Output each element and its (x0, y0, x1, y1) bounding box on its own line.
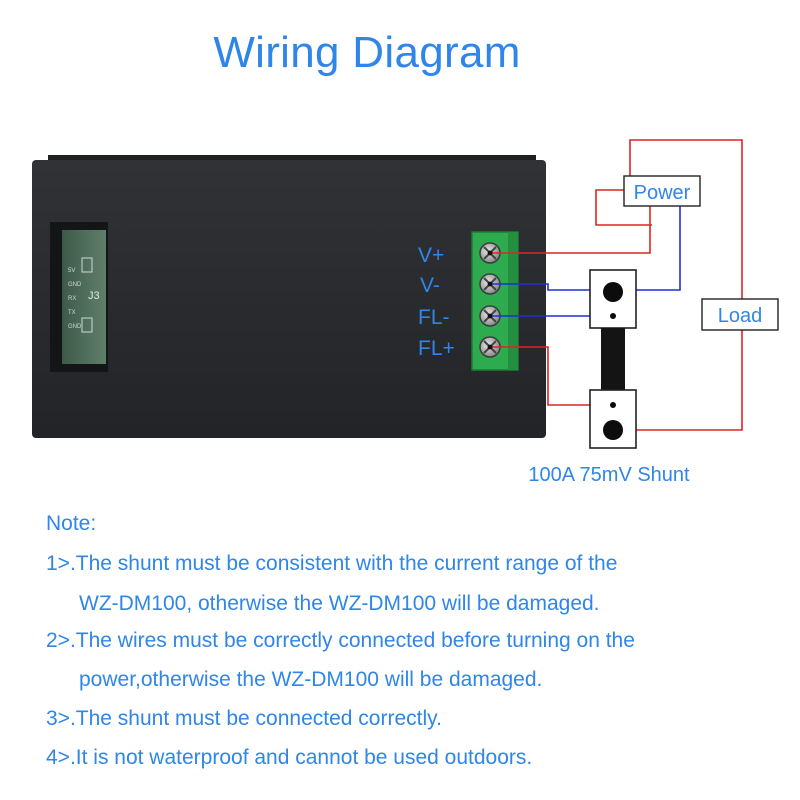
device-body (32, 160, 546, 438)
note-item-continuation: power,otherwise the WZ-DM100 will be dam… (79, 668, 543, 691)
terminal-label-v-minus: V- (420, 274, 440, 297)
note-item: 4>.It is not waterproof and cannot be us… (46, 746, 533, 769)
page-title: Wiring Diagram (213, 28, 521, 77)
pcb-pin-label: GND (68, 282, 82, 288)
load-label: Load (718, 305, 763, 327)
wire-v-minus-to-shunt (490, 283, 612, 291)
pcb-pin-label: TX (68, 310, 76, 316)
pcb-connector (81, 317, 93, 333)
note-item: 3>.The shunt must be connected correctly… (46, 707, 442, 730)
load-box: Load (701, 298, 779, 331)
pcb-pin-label: RX (68, 296, 76, 302)
shunt-terminal-upper[interactable] (603, 282, 623, 302)
wire-power-to-load (629, 139, 743, 300)
wire-dot (487, 313, 493, 319)
power-label: Power (634, 182, 691, 204)
note-item: 1>.The shunt must be consistent with the… (46, 552, 618, 575)
wiring-diagram: 5V GND RX TX GND J3 V+ V- FL- FL+ (32, 139, 779, 486)
shunt-sense-lower (610, 402, 616, 408)
wire-dot (487, 344, 493, 350)
wire-fl-plus-to-shunt (490, 346, 612, 406)
pcb-board (62, 230, 106, 364)
pcb-board-label: J3 (88, 290, 100, 302)
note-item-continuation: WZ-DM100, otherwise the WZ-DM100 will be… (79, 592, 600, 615)
wire-v-plus-to-power (490, 205, 651, 254)
pcb-pin-label: 5V (68, 268, 75, 274)
terminal-label-v-plus: V+ (418, 244, 444, 267)
wire-dot (487, 250, 493, 256)
power-box: Power (623, 175, 701, 207)
pcb-pin-label: GND (68, 324, 82, 330)
note-item: 2>.The wires must be correctly connected… (46, 629, 635, 652)
wire-load-to-shunt-bottom (612, 330, 743, 431)
shunt-sense-upper (610, 313, 616, 319)
shunt (589, 269, 637, 449)
wire-dot (487, 281, 493, 287)
terminal-label-fl-minus: FL- (418, 306, 450, 329)
shunt-bar (601, 328, 625, 390)
pcb-connector (81, 257, 93, 273)
terminal-block-rail (508, 232, 518, 370)
shunt-label: 100A 75mV Shunt (528, 464, 690, 486)
notes-heading: Note: (46, 512, 97, 535)
meter-device: 5V GND RX TX GND J3 (32, 155, 546, 438)
wire-power-loop-left (595, 189, 652, 226)
terminal-label-fl-plus: FL+ (418, 337, 455, 360)
shunt-terminal-lower[interactable] (603, 420, 623, 440)
